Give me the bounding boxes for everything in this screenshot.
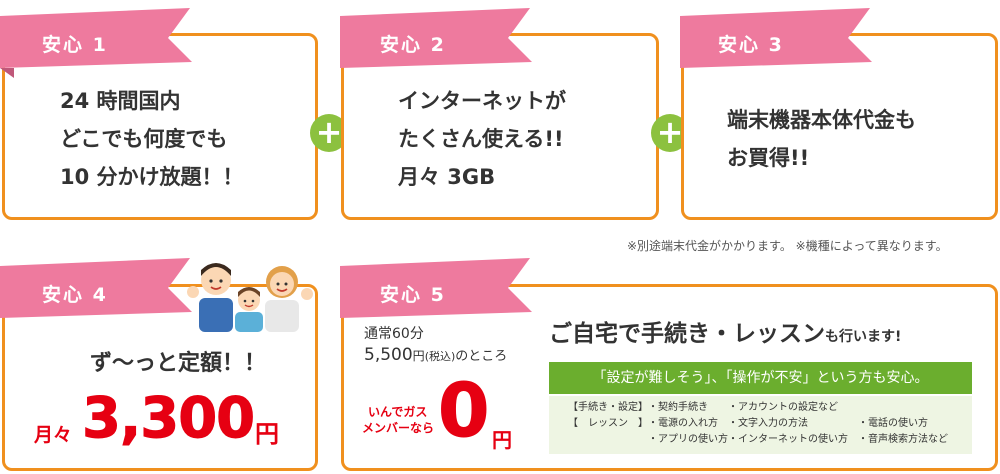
anshin2-label: 安心 2	[380, 34, 446, 56]
footnote: ※別途端末代金がかかります。 ※機種によって異なります。	[627, 239, 948, 253]
anshin3-line-1: 端末機器本体代金も	[727, 108, 916, 132]
normal-duration: 通常60分	[364, 326, 424, 342]
normal-price-suffix: のところ	[455, 349, 508, 364]
anshin4-price-unit: 円	[255, 420, 279, 448]
anshin3-label: 安心 3	[718, 34, 784, 56]
list-item: ・文字入力の方法	[728, 418, 808, 429]
anshin2-line-3: 月々 3GB	[398, 165, 496, 189]
anshin1-ribbon	[0, 8, 192, 78]
list-item: ・契約手続き	[648, 402, 708, 413]
service-menu-col-2: ・契約手続き ・電源の入れ方 ・アプリの使い方	[648, 400, 728, 448]
reassurance-banner-text: 「設定が難しそう」、「操作が不安」という方も安心。	[592, 370, 929, 386]
anshin4-price-prefix: 月々	[34, 424, 73, 446]
family-cheering-icon	[187, 263, 313, 332]
member-line-2: メンバーなら	[362, 421, 435, 435]
anshin5-label: 安心 5	[380, 284, 446, 306]
anshin2-ribbon	[340, 8, 532, 68]
list-item: ・インターネットの使い方	[728, 434, 848, 445]
anshin2-line-2: たくさん使える!!	[398, 127, 564, 151]
normal-price-unit: 円	[412, 349, 425, 363]
list-item: ・音声検索方法など	[858, 434, 948, 445]
service-menu-col-4: ・電話の使い方 ・音声検索方法など	[858, 416, 948, 448]
lesson-headline-main: ご自宅で手続き・レッスン	[549, 321, 825, 347]
anshin4-label: 安心 4	[42, 284, 108, 306]
normal-price-tax: (税込)	[424, 350, 456, 363]
reassurance-banner: 「設定が難しそう」、「操作が不安」という方も安心。	[549, 362, 972, 394]
list-item: ・電源の入れ方	[648, 418, 718, 429]
member-line-1: いんでガス	[368, 405, 428, 419]
list-item: ・電話の使い方	[858, 418, 928, 429]
service-menu-col-3: ・アカウントの設定など ・文字入力の方法 ・インターネットの使い方	[728, 400, 848, 448]
anshin3-ribbon	[680, 8, 872, 68]
anshin4-price: 3,300	[81, 386, 255, 452]
anshin1-line-2: どこでも何度でも	[60, 127, 228, 151]
normal-price: 5,500円(税込)のところ	[364, 345, 507, 365]
normal-price-value: 5,500	[364, 345, 413, 365]
anshin4-ribbon	[0, 258, 192, 318]
service-menu	[549, 396, 972, 454]
zero-price-unit: 円	[492, 428, 512, 452]
menu-category-lesson: 【 レッスン 】	[568, 418, 648, 429]
anshin4-headline: ず〜っと定額！！	[90, 351, 267, 376]
list-item: ・アプリの使い方	[648, 434, 728, 445]
anshin3-line-2: お買得!!	[727, 146, 810, 170]
menu-category-procedure: 【手続き・設定】	[568, 402, 648, 413]
lesson-headline-suffix: も行います!	[825, 329, 902, 345]
zero-price: 0	[438, 368, 490, 455]
anshin1-line-3: 10 分かけ放題！！	[60, 165, 244, 189]
anshin5-ribbon	[340, 258, 532, 318]
anshin2-line-1: インターネットが	[398, 89, 566, 113]
service-menu-categories: 【手続き・設定】 【 レッスン 】	[568, 400, 648, 432]
lesson-headline: ご自宅で手続き・レッスンも行います!	[549, 314, 901, 348]
anshin1-line-1: 24 時間国内	[60, 89, 181, 113]
anshin1-label: 安心 1	[42, 34, 108, 56]
list-item: ・アカウントの設定など	[728, 402, 838, 413]
